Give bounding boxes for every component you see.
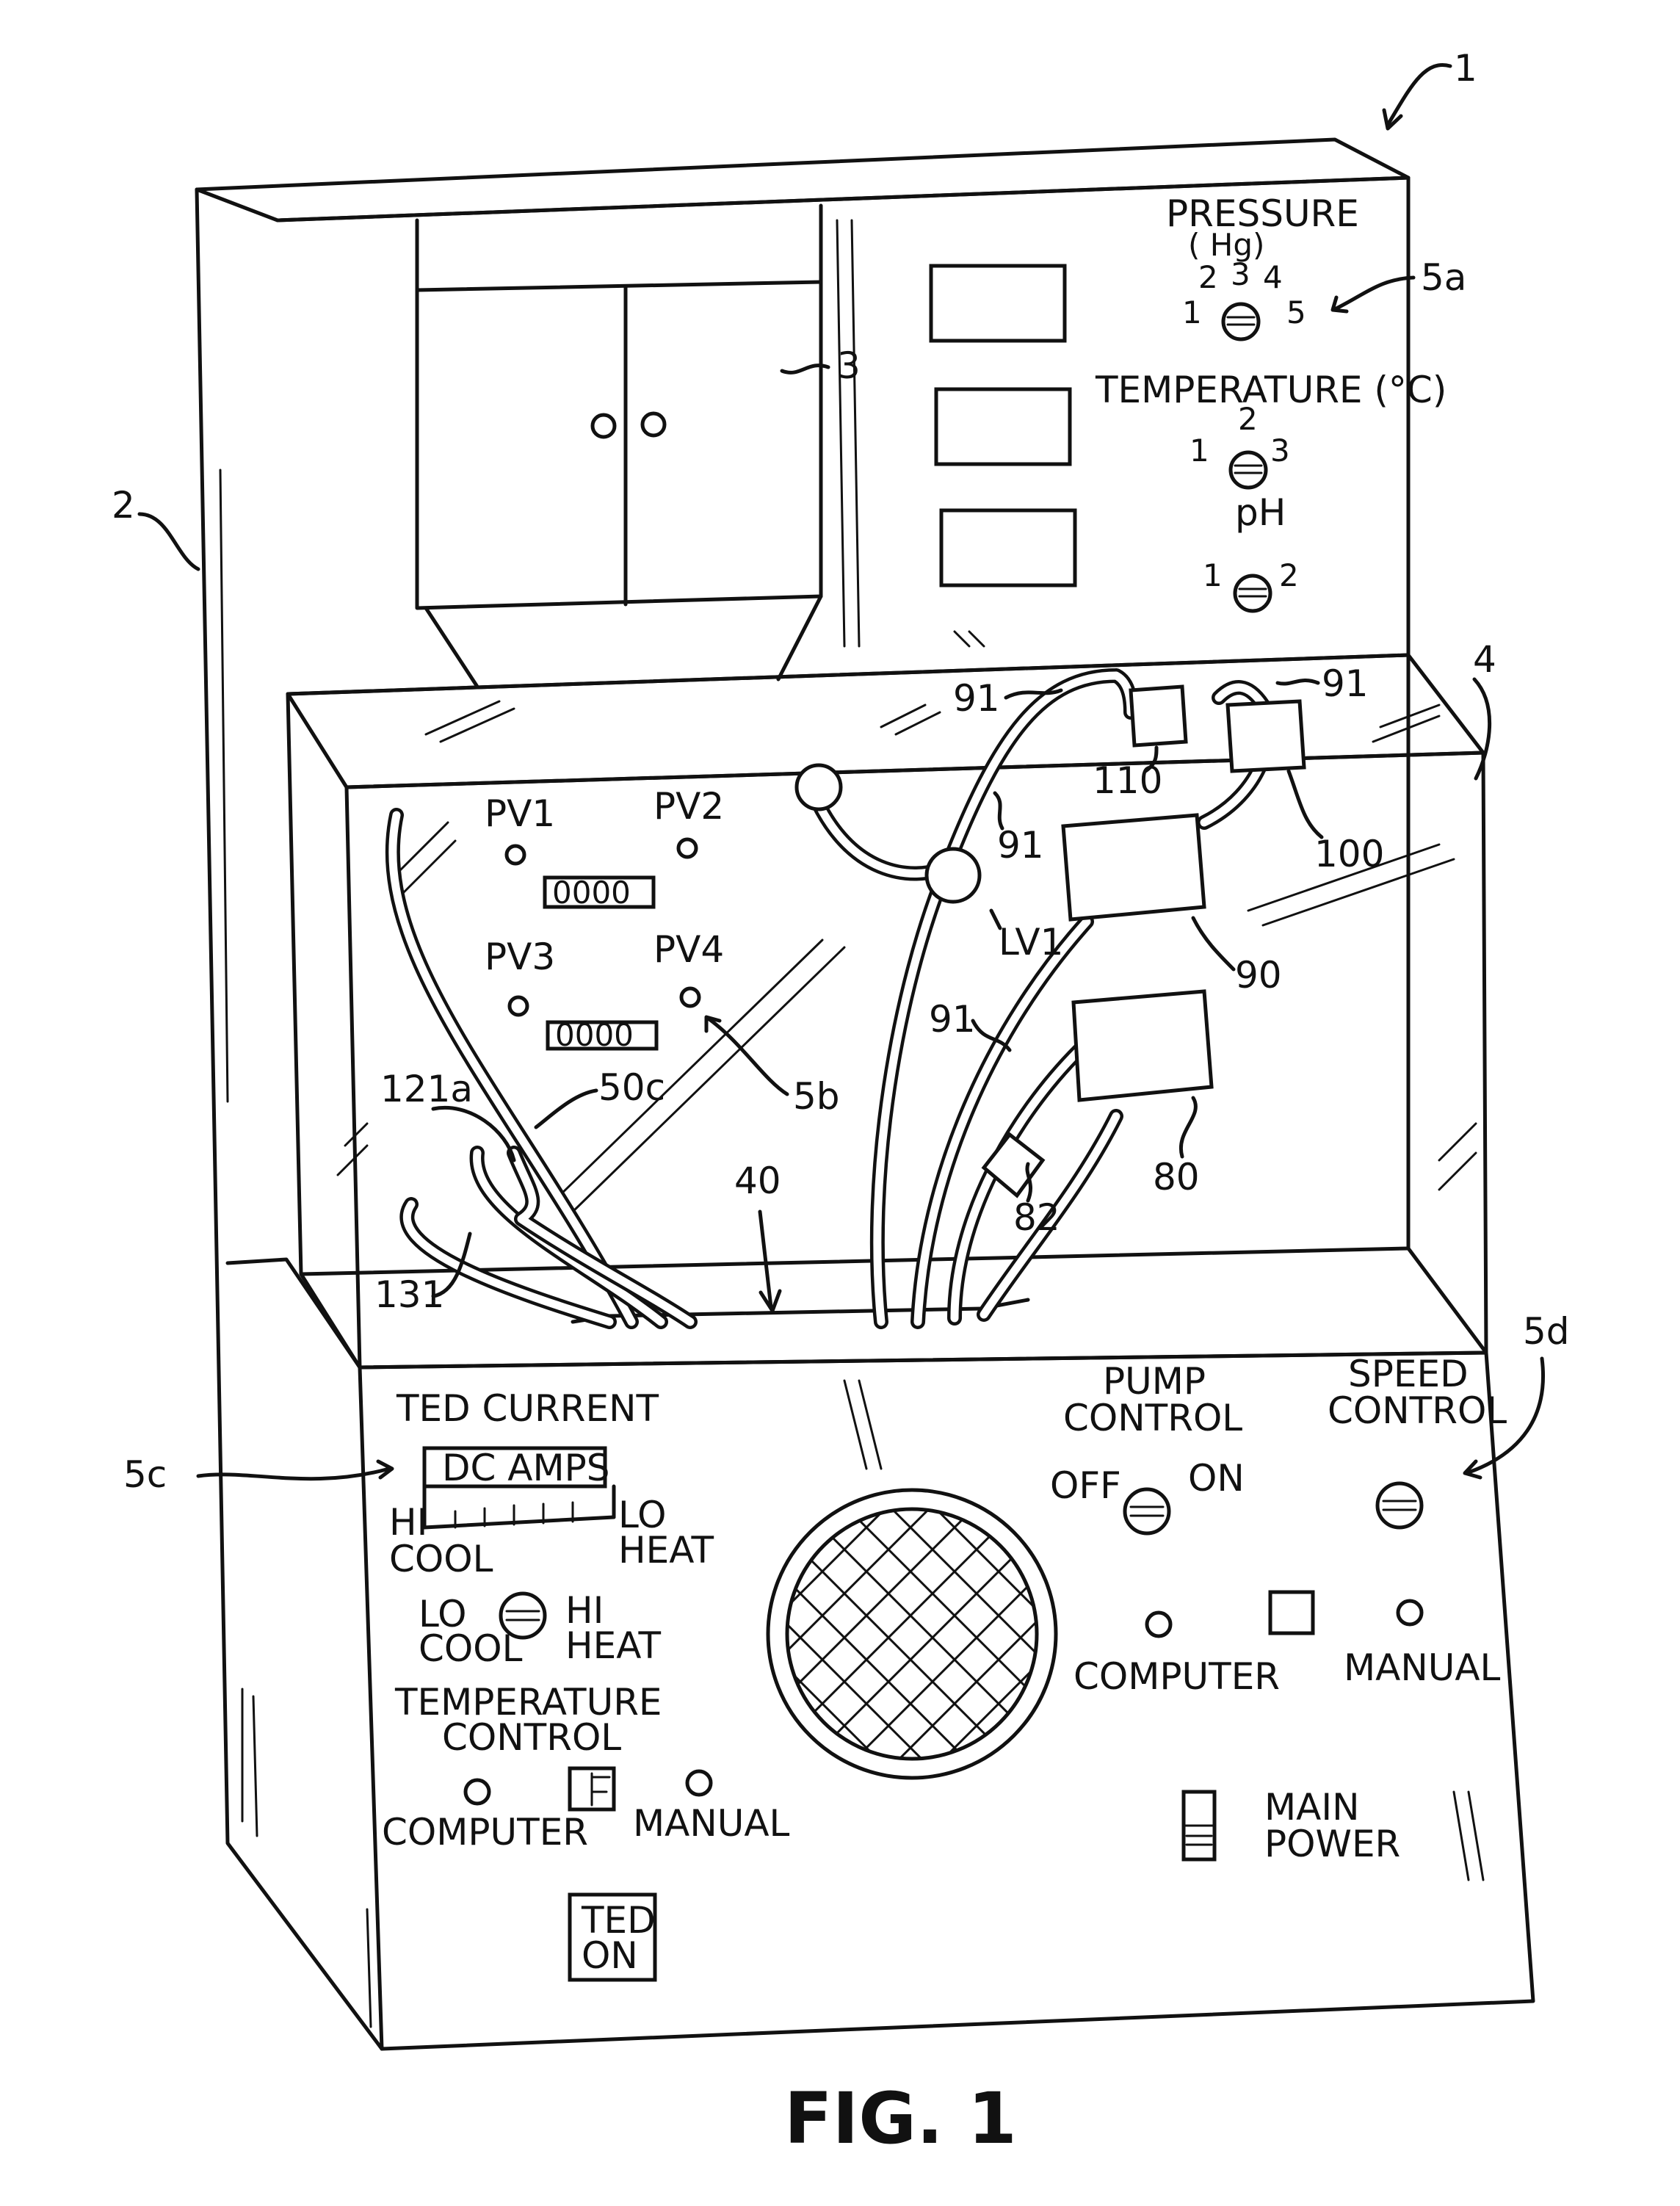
ted-current-label: TED CURRENT bbox=[396, 1387, 659, 1430]
ref-91-c: 91 bbox=[997, 824, 1044, 867]
ref-80: 80 bbox=[1153, 1156, 1200, 1198]
pv3-valve[interactable] bbox=[510, 997, 527, 1015]
hi-heat-heat: HEAT bbox=[565, 1624, 662, 1667]
module-110 bbox=[1131, 687, 1186, 745]
ref-100: 100 bbox=[1314, 833, 1384, 875]
valve-panel-5b: PV1 PV2 PV3 PV4 0000 0000 bbox=[485, 785, 724, 1053]
pressure-knob[interactable] bbox=[1223, 304, 1259, 339]
temperature-scale-2: 2 bbox=[1238, 401, 1258, 437]
ph-scale-1: 1 bbox=[1203, 557, 1223, 593]
pump-control-knob[interactable] bbox=[1125, 1489, 1169, 1533]
reservoir-cabinet bbox=[417, 206, 984, 687]
ref-91-b: 91 bbox=[1322, 662, 1369, 705]
level-valve-lv1[interactable] bbox=[927, 849, 980, 902]
module-80 bbox=[1073, 991, 1212, 1100]
temperature-control-line2: CONTROL bbox=[442, 1716, 621, 1759]
ph-knob[interactable] bbox=[1235, 576, 1270, 611]
flow-counter-2-value: 0000 bbox=[555, 1017, 634, 1053]
hi-cool-cool: COOL bbox=[389, 1538, 493, 1580]
temperature-knob[interactable] bbox=[1231, 452, 1266, 488]
ref-91-a: 91 bbox=[953, 677, 1000, 720]
pv1-valve[interactable] bbox=[507, 846, 524, 864]
pv2-label: PV2 bbox=[653, 785, 724, 828]
manual-label-left: MANUAL bbox=[633, 1802, 790, 1845]
computer-label-right: COMPUTER bbox=[1073, 1655, 1280, 1698]
ref-5c: 5c bbox=[123, 1453, 167, 1496]
pressure-scale-2: 2 bbox=[1198, 259, 1218, 295]
speed-control-line2: CONTROL bbox=[1328, 1389, 1507, 1432]
ref-91-d: 91 bbox=[929, 998, 976, 1041]
ref-1: 1 bbox=[1454, 47, 1477, 90]
pressure-scale-3: 3 bbox=[1231, 256, 1250, 292]
pv4-valve[interactable] bbox=[681, 988, 699, 1006]
ref-82: 82 bbox=[1013, 1196, 1060, 1239]
pump-control-line2: CONTROL bbox=[1063, 1397, 1242, 1439]
pressure-scale-1: 1 bbox=[1182, 294, 1202, 330]
manual-indicator-right bbox=[1398, 1601, 1422, 1624]
pv2-valve[interactable] bbox=[678, 839, 696, 857]
pressure-unit: ( Hg) bbox=[1188, 227, 1264, 263]
pressure-scale-4: 4 bbox=[1263, 259, 1283, 295]
ted-on-line2: ON bbox=[582, 1934, 638, 1977]
speed-control-knob[interactable] bbox=[1377, 1483, 1422, 1527]
ref-5a: 5a bbox=[1421, 256, 1466, 299]
ref-121a: 121a bbox=[380, 1068, 473, 1110]
display-window-3 bbox=[941, 510, 1075, 585]
flow-counter-1-value: 0000 bbox=[552, 875, 631, 911]
pump-on-label: ON bbox=[1188, 1457, 1245, 1500]
ref-2: 2 bbox=[112, 484, 135, 527]
computer-label-left: COMPUTER bbox=[382, 1811, 588, 1854]
lv1-label: LV1 bbox=[999, 921, 1063, 963]
ref-5d: 5d bbox=[1523, 1310, 1570, 1353]
tube-port bbox=[797, 765, 841, 809]
ref-4: 4 bbox=[1473, 638, 1496, 681]
upper-control-panel-5a: PRESSURE ( Hg) 1 2 3 4 5 TEMPERATURE (°C… bbox=[1095, 192, 1447, 611]
display-window-2 bbox=[936, 389, 1070, 464]
pv4-label: PV4 bbox=[653, 928, 724, 971]
ref-3: 3 bbox=[837, 344, 861, 387]
main-power-line2: POWER bbox=[1264, 1823, 1400, 1865]
pv1-label: PV1 bbox=[485, 792, 555, 835]
manual-label-right: MANUAL bbox=[1344, 1646, 1501, 1689]
pump-off-label: OFF bbox=[1050, 1464, 1121, 1507]
display-window-1 bbox=[931, 266, 1065, 341]
computer-indicator-right bbox=[1147, 1613, 1170, 1636]
ref-40: 40 bbox=[734, 1160, 781, 1202]
lower-panel-5c: TED CURRENT DC AMPS HI COOL LO HEAT LO C… bbox=[382, 1387, 790, 1980]
manual-indicator-left bbox=[687, 1771, 711, 1795]
module-90 bbox=[1063, 815, 1204, 919]
lower-panel-5d: PUMP CONTROL OFF ON SPEED CONTROL COMPUT… bbox=[844, 1353, 1507, 1880]
temperature-scale-3: 3 bbox=[1270, 433, 1290, 469]
lo-heat-heat: HEAT bbox=[618, 1529, 714, 1572]
ref-50c: 50c bbox=[598, 1066, 665, 1109]
ref-90: 90 bbox=[1235, 954, 1282, 997]
figure-caption: FIG. 1 bbox=[784, 2077, 1017, 2160]
computer-indicator-left bbox=[466, 1780, 489, 1804]
display-box bbox=[288, 655, 1486, 1367]
ref-5b: 5b bbox=[793, 1075, 840, 1118]
ph-label: pH bbox=[1235, 491, 1286, 534]
pump-mode-switch[interactable] bbox=[1270, 1592, 1313, 1633]
module-100 bbox=[1228, 701, 1304, 771]
pv3-label: PV3 bbox=[485, 936, 555, 978]
temperature-label: TEMPERATURE (°C) bbox=[1095, 369, 1447, 411]
ted-temperature-knob[interactable] bbox=[501, 1594, 545, 1638]
dc-amps-label: DC AMPS bbox=[442, 1447, 610, 1489]
pressure-scale-5: 5 bbox=[1286, 294, 1306, 330]
temperature-scale-1: 1 bbox=[1190, 433, 1209, 469]
lo-cool-cool: COOL bbox=[419, 1627, 523, 1670]
ph-scale-2: 2 bbox=[1279, 557, 1299, 593]
